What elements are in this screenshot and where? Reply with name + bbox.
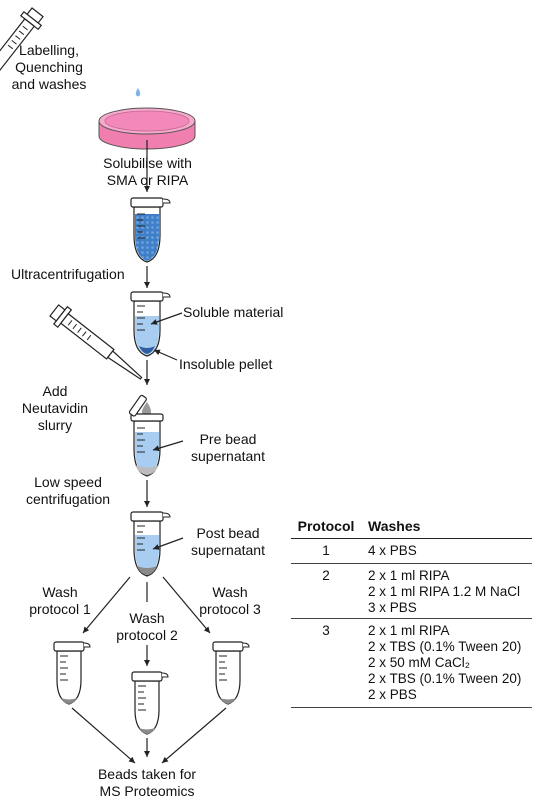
label-soluble-material: Soluble material xyxy=(183,304,284,320)
label-beads-taken: Beads taken for MS Proteomics xyxy=(97,766,197,799)
table-header: Protocol Washes xyxy=(291,518,532,538)
pointer-line xyxy=(150,312,183,325)
pointer-line xyxy=(153,349,178,361)
label-insoluble-pellet: Insoluble pellet xyxy=(179,356,273,372)
table-row: 1 4 x PBS xyxy=(291,538,532,563)
wash-step: 2 x TBS (0.1% Tween 20) xyxy=(368,671,522,686)
arrow xyxy=(71,707,136,764)
table-row: 3 2 x 1 ml RIPA 2 x TBS (0.1% Tween 20) … xyxy=(291,618,532,708)
tube-icon xyxy=(130,197,171,263)
wash-step: 2 x 50 mM CaCl₂ xyxy=(368,655,471,670)
wash-step: 2 x 1 ml RIPA xyxy=(368,623,450,638)
label-pre-bead: Pre bead supernatant xyxy=(191,431,265,464)
wash-step: 2 x PBS xyxy=(368,687,417,702)
arrow xyxy=(161,707,227,764)
label-wash-1: Wash protocol 1 xyxy=(29,584,91,617)
wash-tube-1-icon xyxy=(53,641,91,705)
protocol-number: 1 xyxy=(322,543,330,558)
label-low-speed: Low speed centrifugation xyxy=(25,474,111,507)
protocol-number: 3 xyxy=(322,623,330,638)
slurry-drop-icon xyxy=(141,402,151,417)
protocol-table: Protocol Washes 1 4 x PBS 2 2 x 1 ml RIP… xyxy=(291,518,532,708)
pointer-line xyxy=(152,537,184,550)
label-add-neutavidin: Add Neutavidin slurry xyxy=(21,383,89,433)
arrow xyxy=(82,576,131,634)
label-labelling: Labelling, Quenching and washes xyxy=(11,42,87,92)
protocol-number: 2 xyxy=(322,568,330,583)
label-wash-3: Wash protocol 3 xyxy=(199,584,261,617)
wash-step: 2 x 1 ml RIPA 1.2 M NaCl xyxy=(368,584,521,599)
pointer-line xyxy=(152,440,184,452)
arrow xyxy=(162,576,211,634)
petri-dish-icon xyxy=(98,107,196,150)
wash-tube-2-icon xyxy=(131,671,169,735)
wash-step: 2 x 1 ml RIPA xyxy=(368,568,450,583)
header-washes: Washes xyxy=(368,518,421,534)
tube-icon xyxy=(130,511,171,577)
label-solubilise: Solubilise with SMA or RIPA xyxy=(103,155,192,188)
tube-icon xyxy=(128,394,164,477)
label-ultracentrifugation: Ultracentrifugation xyxy=(11,266,125,282)
header-protocol: Protocol xyxy=(297,518,355,534)
droplet-icon xyxy=(135,88,141,97)
wash-step: 4 x PBS xyxy=(368,543,417,558)
pipette-icon xyxy=(49,304,143,380)
wash-tube-3-icon xyxy=(212,641,250,705)
table-row: 2 2 x 1 ml RIPA 2 x 1 ml RIPA 1.2 M NaCl… xyxy=(291,563,532,618)
label-post-bead: Post bead supernatant xyxy=(191,525,265,558)
wash-step: 2 x TBS (0.1% Tween 20) xyxy=(368,639,522,654)
label-wash-2: Wash protocol 2 xyxy=(116,610,178,643)
pipette-icon xyxy=(0,7,44,76)
tube-icon xyxy=(130,291,171,357)
wash-step: 3 x PBS xyxy=(368,600,417,615)
